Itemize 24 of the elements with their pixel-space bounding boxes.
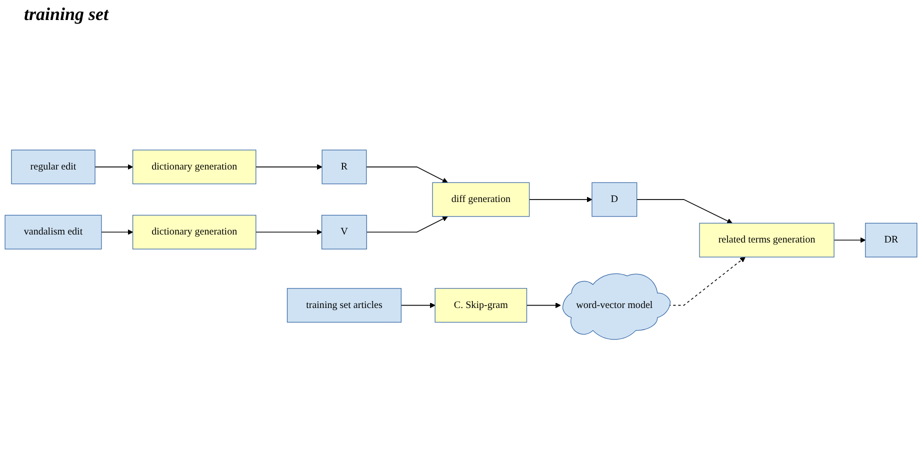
node-box: R bbox=[322, 150, 367, 184]
arrow bbox=[400, 302, 436, 308]
node-box: training set articles bbox=[286, 288, 402, 323]
arrow bbox=[834, 238, 866, 244]
node-box: regular edit bbox=[11, 150, 96, 184]
arrow bbox=[366, 166, 448, 184]
arrow bbox=[526, 302, 561, 308]
arrow bbox=[636, 199, 732, 224]
diagram-title: training set bbox=[24, 4, 109, 25]
node-box: V bbox=[321, 215, 367, 250]
node-box: diff generation bbox=[432, 182, 530, 218]
arrow bbox=[366, 216, 448, 233]
node-box: vandalism edit bbox=[4, 215, 102, 250]
arrow bbox=[101, 230, 134, 236]
node-box: DR bbox=[865, 223, 918, 258]
node-box: C. Skip-gram bbox=[434, 288, 528, 323]
node-box: dictionary generation bbox=[132, 150, 256, 184]
arrow bbox=[256, 230, 322, 236]
arrow bbox=[94, 164, 134, 170]
arrow bbox=[256, 164, 322, 170]
arrow bbox=[528, 197, 592, 203]
node-box: related terms generation bbox=[699, 223, 834, 258]
node-box: D bbox=[592, 182, 638, 218]
node-box: dictionary generation bbox=[132, 215, 256, 250]
